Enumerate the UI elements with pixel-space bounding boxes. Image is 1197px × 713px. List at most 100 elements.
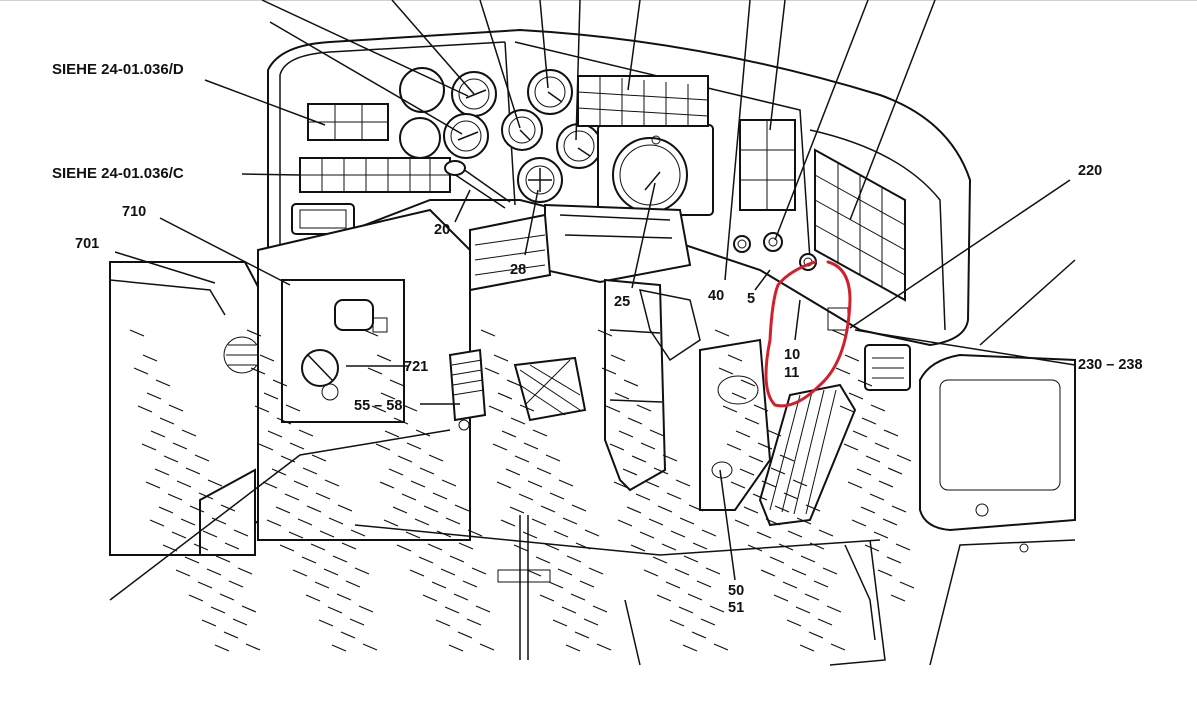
floor-hatch-stroke [839, 405, 855, 413]
floor-hatch-stroke [454, 504, 470, 512]
floor-hatch-stroke [626, 506, 642, 514]
floor-hatch-stroke [899, 581, 915, 589]
floor-hatch-stroke [471, 567, 487, 575]
floor-hatch-stroke [592, 605, 608, 613]
left-console [109, 261, 267, 556]
floor-hatch-stroke [514, 455, 530, 463]
top-border [0, 0, 1197, 1]
floor-hatch-stroke [250, 367, 266, 375]
floor-hatch-stroke [193, 543, 209, 551]
floor-hatch-stroke [310, 543, 326, 551]
floor-hatch-stroke [709, 605, 725, 613]
floor-hatch-stroke [523, 442, 539, 450]
label-55-58: 55 – 58 [354, 398, 402, 414]
label-40: 40 [708, 288, 724, 304]
floor-hatch-stroke [864, 544, 880, 552]
floor-hatch-stroke [630, 544, 646, 552]
floor-hatch-stroke [185, 467, 201, 475]
floor-hatch-stroke [769, 556, 785, 564]
floor-hatch-stroke [457, 631, 473, 639]
floor-hatch-stroke [194, 454, 210, 462]
floor-hatch-stroke [597, 329, 613, 337]
floor-hatch-stroke [341, 542, 357, 550]
floor-hatch-stroke [727, 354, 743, 362]
floor-hatch-stroke [617, 519, 633, 527]
floor-hatch-stroke [766, 429, 782, 437]
floor-hatch-stroke [618, 430, 634, 438]
floor-hatch-stroke [415, 429, 431, 437]
left-gauge-cluster [399, 67, 602, 203]
floor-hatch-stroke [813, 580, 829, 588]
floor-hatch-stroke [435, 619, 451, 627]
floor-hatch-stroke [644, 480, 660, 488]
floor-hatch-stroke [376, 354, 392, 362]
floor-hatch-stroke [241, 605, 257, 613]
floor-hatch-stroke [549, 492, 565, 500]
floor-hatch-stroke [324, 479, 340, 487]
floor-hatch-stroke [544, 543, 560, 551]
floor-hatch-stroke [826, 605, 842, 613]
floor-hatch-stroke [800, 555, 816, 563]
floor-hatch-stroke [571, 504, 587, 512]
floor-hatch-stroke [272, 379, 288, 387]
floor-hatch-stroke [245, 643, 261, 651]
floor-hatch-stroke [865, 455, 881, 463]
floor-hatch-stroke [896, 454, 912, 462]
floor-hatch-stroke [552, 619, 568, 627]
floor-hatch-stroke [522, 531, 538, 539]
floor-hatch-stroke [311, 454, 327, 462]
floor-hatch-stroke [315, 492, 331, 500]
floor-hatch-stroke [448, 644, 464, 652]
floor-hatch-stroke [735, 430, 751, 438]
floor-hatch-stroke [484, 367, 500, 375]
label-50: 50 [728, 583, 744, 599]
floor-hatch-stroke [627, 417, 643, 425]
floor-hatch-stroke [795, 606, 811, 614]
floor-hatch-stroke [405, 531, 421, 539]
floor-hatch-stroke [297, 518, 313, 526]
floor-hatch-stroke [354, 567, 370, 575]
floor-hatch-stroke [792, 479, 808, 487]
floor-hatch-stroke [640, 442, 656, 450]
floor-hatch-stroke [419, 467, 435, 475]
floor-hatch-stroke [527, 480, 543, 488]
floor-hatch-stroke [682, 644, 698, 652]
floor-hatch-stroke [393, 417, 409, 425]
floor-hatch-stroke [228, 580, 244, 588]
floor-hatch-stroke [761, 480, 777, 488]
floor-hatch-stroke [848, 392, 864, 400]
floor-hatch-stroke [874, 442, 890, 450]
floor-hatch-stroke [831, 329, 847, 337]
floor-hatch-stroke [760, 569, 776, 577]
floor-hatch-stroke [418, 556, 434, 564]
floor-hatch-stroke [379, 481, 395, 489]
floor-hatch-stroke [705, 567, 721, 575]
floor-hatch-stroke [773, 594, 789, 602]
floor-hatch-stroke [441, 479, 457, 487]
floor-hatch-stroke [669, 619, 685, 627]
floor-hatch-stroke [818, 529, 834, 537]
floor-hatch-stroke [701, 529, 717, 537]
floor-hatch-stroke [805, 504, 821, 512]
floor-hatch-stroke [180, 518, 196, 526]
floor-hatch-stroke [657, 505, 673, 513]
floor-hatch-stroke [734, 519, 750, 527]
floor-hatch-stroke [159, 417, 175, 425]
floor-hatch-stroke [843, 443, 859, 451]
floor-hatch-stroke [276, 417, 292, 425]
floor-hatch-stroke [531, 518, 547, 526]
floor-hatch-stroke [362, 643, 378, 651]
floor-hatch-stroke [401, 493, 417, 501]
floor-hatch-stroke [232, 618, 248, 626]
floor-hatch-stroke [656, 594, 672, 602]
floor-hatch-stroke [886, 556, 902, 564]
floor-hatch-stroke [649, 429, 665, 437]
floor-hatch-stroke [462, 580, 478, 588]
floor-hatch-stroke [744, 417, 760, 425]
floor-hatch-stroke [683, 555, 699, 563]
floor-hatch-stroke [661, 543, 677, 551]
floor-hatch-stroke [410, 480, 426, 488]
floor-hatch-stroke [327, 606, 343, 614]
floor-hatch-stroke [163, 455, 179, 463]
floor-hatch-stroke [895, 543, 911, 551]
